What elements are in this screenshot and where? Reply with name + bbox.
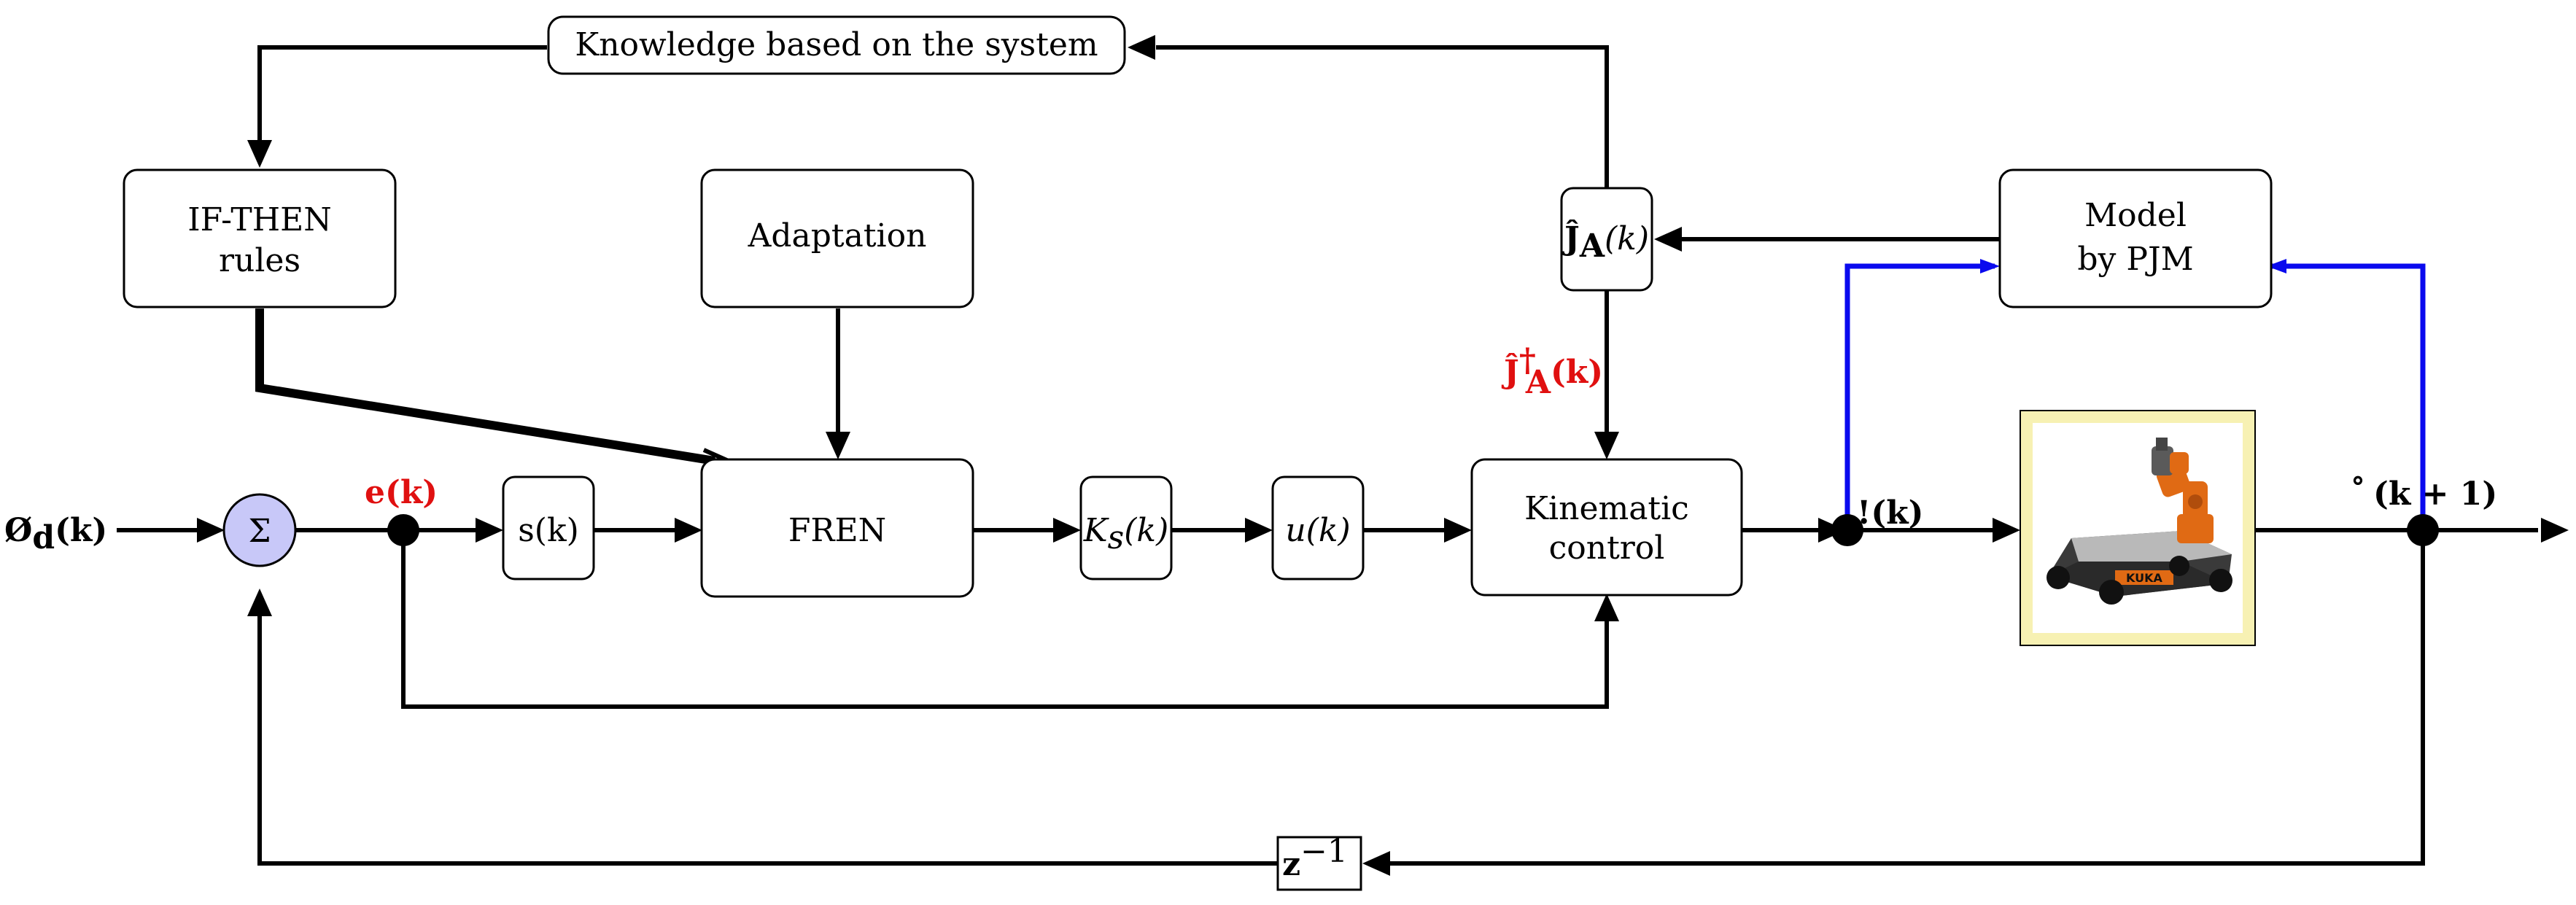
output-junction bbox=[2407, 514, 2439, 546]
s-block: s(k) bbox=[502, 475, 595, 580]
error-junction bbox=[387, 514, 419, 546]
model-block: Model by PJM bbox=[1998, 168, 2273, 308]
robot-image: KUKA bbox=[2047, 438, 2232, 605]
jacobian-to-knowledge-path bbox=[1128, 35, 1609, 188]
s-to-fren-arrow bbox=[594, 518, 702, 543]
ks-arg: (k) bbox=[1124, 512, 1168, 549]
rules-block: IF-THEN rules bbox=[123, 168, 397, 308]
adaptation-label: Adaptation bbox=[748, 217, 927, 255]
delay-main: z bbox=[1282, 846, 1300, 883]
summing-junction: Σ bbox=[222, 493, 297, 567]
jacobian-estimate-block: ĴA(k) bbox=[1560, 187, 1653, 292]
sum-symbol: Σ bbox=[248, 513, 271, 550]
kinematic-to-omega-arrow bbox=[1742, 518, 1846, 543]
model-label-line1: Model bbox=[2084, 197, 2187, 234]
pseudo-inverse-label: Ĵ†A(k) bbox=[1501, 342, 1603, 401]
error-feedforward-path bbox=[401, 530, 1619, 709]
svg-text:Ks(k): Ks(k) bbox=[1083, 512, 1168, 556]
input-to-sum-arrow bbox=[117, 518, 225, 543]
ks-block: Ks(k) bbox=[1079, 475, 1173, 580]
output-feedback-path bbox=[247, 530, 2425, 876]
adaptation-block: Adaptation bbox=[700, 168, 974, 308]
svg-text:ĴA(k): ĴA(k) bbox=[1561, 219, 1649, 265]
jacobian-to-kinematic-arrow bbox=[1594, 290, 1619, 459]
input-signal-label: Ød(k) bbox=[4, 512, 107, 556]
u-to-kinematic-arrow bbox=[1364, 518, 1472, 543]
delay-block: z−1 bbox=[1276, 833, 1362, 891]
jacobian-hat: Ĵ bbox=[1561, 219, 1580, 257]
rules-to-fren-path bbox=[255, 308, 743, 478]
s-label: s(k) bbox=[518, 512, 579, 549]
kinematic-label-line2: control bbox=[1549, 529, 1665, 567]
kinematic-control-block: Kinematic control bbox=[1470, 458, 1743, 597]
svg-text:u(k): u(k) bbox=[1285, 512, 1350, 549]
jacobian-sub: A bbox=[1579, 228, 1605, 265]
knowledge-label: Knowledge based on the system bbox=[575, 26, 1098, 63]
output-to-model-link bbox=[2267, 259, 2426, 530]
knowledge-block: Knowledge based on the system bbox=[547, 15, 1126, 75]
output-signal-label: ˚(k + 1) bbox=[2350, 475, 2497, 513]
fren-to-ks-arrow bbox=[974, 518, 1081, 543]
knowledge-to-rules-path bbox=[247, 45, 547, 168]
svg-text:z−1: z−1 bbox=[1282, 833, 1348, 883]
fren-label: FREN bbox=[788, 512, 886, 549]
u-block: u(k) bbox=[1271, 475, 1365, 580]
kinematic-label-line1: Kinematic bbox=[1524, 490, 1689, 527]
error-signal-label: e(k) bbox=[365, 474, 438, 511]
model-label-line2: by PJM bbox=[2077, 241, 2193, 278]
robot-to-output-arrow bbox=[2256, 518, 2569, 543]
u-arg: (k) bbox=[1306, 512, 1351, 549]
omega-to-robot-arrow bbox=[1847, 518, 2020, 543]
adaptation-to-fren-arrow bbox=[826, 308, 850, 459]
rules-label-line1: IF-THEN bbox=[187, 201, 332, 238]
omega-signal-label: !(k) bbox=[1857, 494, 1923, 532]
omega-junction bbox=[1831, 514, 1863, 546]
ks-main: K bbox=[1083, 512, 1109, 549]
omega-to-model-link bbox=[1844, 259, 2000, 530]
ks-to-u-arrow bbox=[1171, 518, 1273, 543]
fren-block: FREN bbox=[700, 458, 974, 598]
u-main: u bbox=[1285, 512, 1306, 549]
delay-sup: −1 bbox=[1300, 833, 1348, 870]
ks-sub: s bbox=[1108, 519, 1125, 556]
rules-label-line2: rules bbox=[219, 242, 300, 279]
robot-plant-block: KUKA bbox=[2020, 410, 2256, 646]
jacobian-arg: (k) bbox=[1605, 220, 1649, 257]
model-to-jacobian-arrow bbox=[1654, 227, 2000, 252]
robot-brand: KUKA bbox=[2126, 571, 2163, 585]
